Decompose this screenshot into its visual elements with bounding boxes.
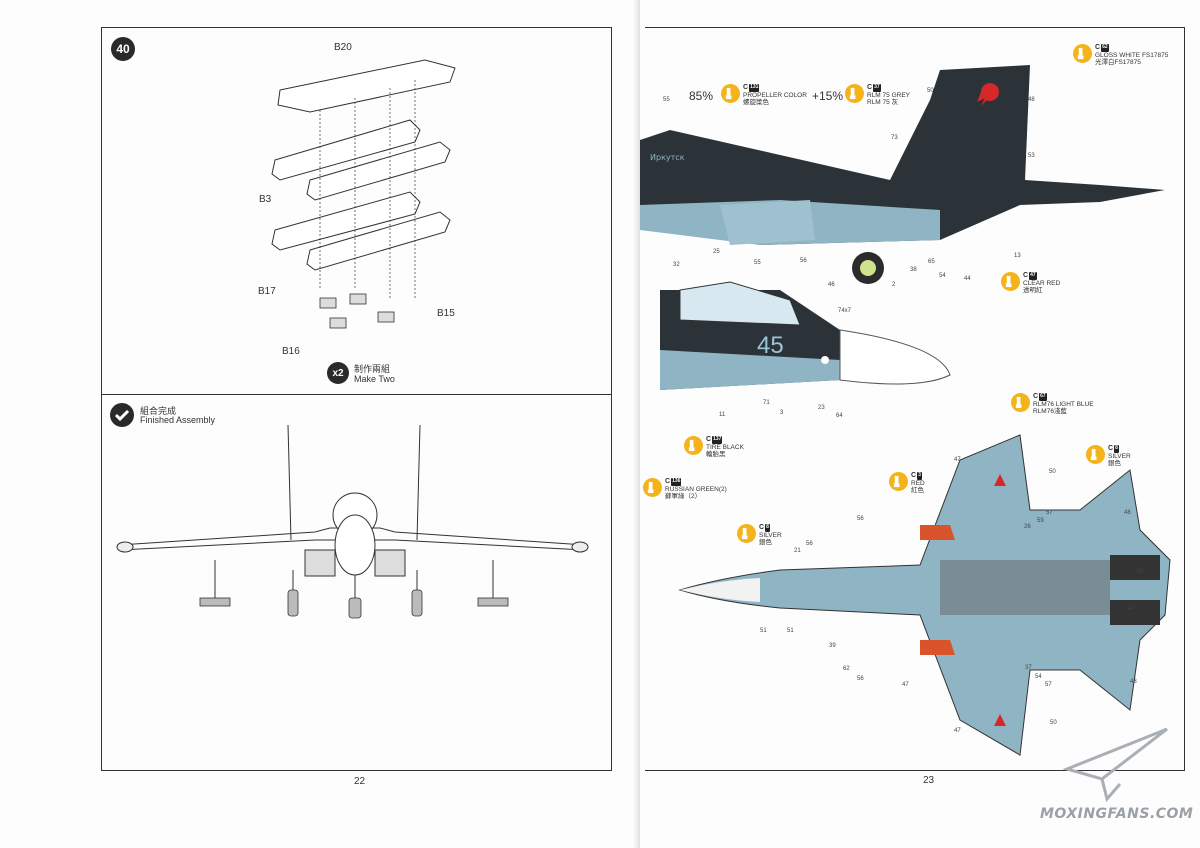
callout-number: 48 (1124, 510, 1131, 516)
paper-plane-icon (1062, 727, 1168, 803)
callout-number: 54 (939, 273, 946, 279)
watermark-text: MOXINGFANS.COM (1040, 806, 1194, 822)
callout-number: 59 (1037, 518, 1044, 524)
part-label-b16: B16 (282, 346, 300, 357)
callout-number: 50 (927, 88, 934, 94)
callout-number: 57 (1046, 510, 1053, 516)
callout-number: 64 (836, 413, 843, 419)
callout-number: 47 (954, 457, 961, 463)
pylon-assembly-drawing (271, 59, 456, 329)
callout-number: 57 (1045, 682, 1052, 688)
paint-brush-icon (737, 524, 756, 543)
callout-number: 56 (857, 516, 864, 522)
paint-brush-icon (684, 436, 703, 455)
callout-number: 65 (928, 259, 935, 265)
right-page-number: 23 (923, 775, 935, 786)
left-page-number: 22 (354, 776, 366, 787)
callout-number: 32 (673, 262, 680, 268)
callout-number: 47 (954, 728, 961, 734)
tail-text: Иркутск (650, 153, 685, 162)
callout-number: 2 (892, 282, 896, 288)
top-view-aircraft-drawing (678, 434, 1171, 756)
callout-number: 73 (891, 135, 898, 141)
painting-guide-frame (645, 27, 1185, 771)
callout-number: 71 (763, 400, 770, 406)
callout-number: 13 (1014, 253, 1021, 259)
part-label-b3: B3 (259, 194, 272, 205)
paint-brush-icon (1086, 445, 1105, 464)
front-view-aircraft-drawing (116, 424, 589, 619)
paint-brush-icon (1073, 44, 1092, 63)
paint-brush-icon (1011, 393, 1030, 412)
callout-number: 44 (964, 276, 971, 282)
mix-percent-15: +15% (812, 89, 844, 103)
callout-number: 56 (857, 676, 864, 682)
part-label-b15: B15 (437, 308, 455, 319)
callout-number: 62 (843, 666, 850, 672)
watermark-logo (1062, 724, 1172, 804)
callout-number: 23 (818, 405, 825, 411)
callout-number: 47 (1128, 606, 1135, 612)
callout-number: 46 (828, 282, 835, 288)
make-two-english: Make Two (354, 374, 395, 384)
finished-assembly-frame (101, 394, 612, 771)
paint-brush-icon (889, 472, 908, 491)
callout-number: 50 (1050, 720, 1057, 726)
callout-number: 53 (1028, 153, 1035, 159)
callout-number: 47 (902, 682, 909, 688)
callout-number: 55 (663, 97, 670, 103)
callout-number: 58 (1137, 569, 1144, 575)
make-two-chinese: 制作兩組 (354, 364, 391, 374)
callout-number: 50 (1049, 469, 1056, 475)
callout-number: 21 (794, 548, 801, 554)
checkmark-icon (110, 403, 134, 427)
callout-number: 11 (719, 412, 726, 418)
callout-number: 54 (1035, 674, 1042, 680)
mix-percent-85: 85% (689, 89, 714, 103)
instruction-page-left: 40 B20 B3 B17 B15 B16 x2 制作兩組 Make Two 組… (101, 27, 612, 787)
callout-number: 56 (800, 258, 807, 264)
side-view-aircraft-drawing: Иркутск (640, 65, 1165, 284)
finished-assembly-chinese: 組合完成 (140, 406, 177, 416)
nose-view-aircraft-drawing (660, 281, 951, 390)
paint-brush-icon (643, 478, 662, 497)
callout-number: 3 (780, 410, 784, 416)
callout-number: 48 (1130, 679, 1137, 685)
callout-number: 56 (806, 541, 813, 547)
callout-number: 51 (760, 628, 767, 634)
nose-number: 45 (757, 332, 784, 359)
callout-number: 48 (1028, 97, 1035, 103)
callout-number: 26 (1024, 524, 1031, 530)
multiplier-badge: x2 (327, 362, 349, 384)
callout-number: 55 (754, 260, 761, 266)
callout-number: 51 (787, 628, 794, 634)
step-number-badge: 40 (111, 37, 135, 61)
callout-number: 39 (829, 643, 836, 649)
callout-number: 74x7 (838, 308, 852, 314)
callout-number: 37 (1025, 665, 1032, 671)
callout-number: 25 (713, 249, 720, 255)
callout-number: 38 (910, 267, 917, 273)
paint-brush-icon (721, 84, 740, 103)
paint-brush-icon (845, 84, 864, 103)
part-label-b17: B17 (258, 286, 276, 297)
paint-brush-icon (1001, 272, 1020, 291)
finished-assembly-english: Finished Assembly (140, 415, 216, 425)
part-label-b20: B20 (334, 42, 352, 53)
